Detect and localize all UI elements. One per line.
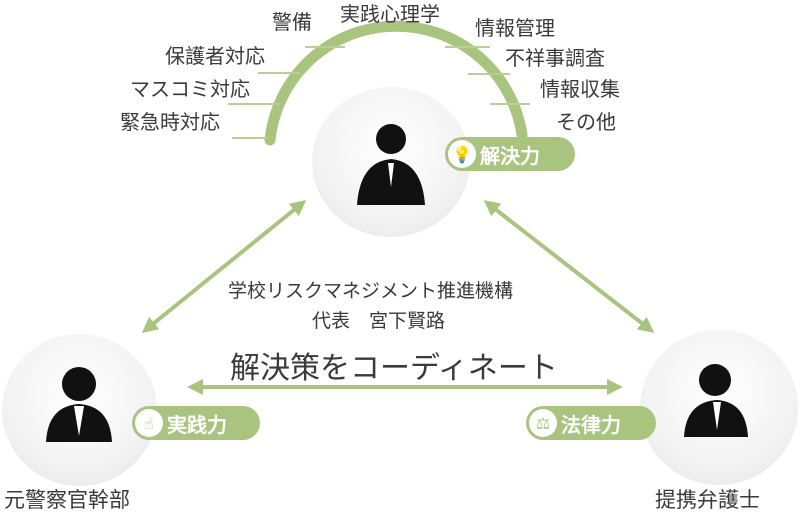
skill-label: 緊急時対応: [120, 110, 220, 134]
skills-arc: [264, 20, 528, 146]
right-node-label: 提携弁護士: [655, 488, 760, 512]
skill-label: マスコミ対応: [130, 77, 250, 101]
badge-solve: 💡解決力: [445, 137, 575, 171]
arrow-top-right: [483, 200, 655, 333]
lightbulb-icon: 💡: [448, 140, 476, 168]
top-node-circle: [312, 87, 470, 237]
skill-label: 情報管理: [475, 16, 555, 40]
right-node-circle: [640, 330, 798, 485]
gavel-icon: ⚖: [529, 409, 557, 437]
arrow-left-top: [141, 199, 307, 334]
person-icon: [46, 367, 112, 442]
skill-label: 警備: [272, 10, 312, 34]
hand-icon: ☝: [135, 409, 163, 437]
skill-label: 実践心理学: [340, 2, 440, 26]
person-phone-icon: [684, 364, 748, 437]
badge-label: 法律力: [561, 412, 621, 437]
left-node-circle: [2, 334, 157, 486]
skill-label: 保護者対応: [165, 44, 265, 68]
representative: 代表 宮下賢路: [312, 310, 446, 332]
badge-practice: ☝実践力: [132, 406, 260, 440]
person-icon: [357, 124, 425, 205]
skill-label: その他: [556, 110, 616, 134]
badge-law: ⚖法律力: [526, 406, 656, 440]
left-node-label: 元警察官幹部: [4, 488, 130, 512]
badge-label: 解決力: [480, 143, 540, 168]
skill-label: 不祥事調査: [505, 46, 605, 70]
coordinate-heading: 解決策をコーディネート: [230, 351, 558, 386]
badge-label: 実践力: [167, 412, 227, 437]
skill-label: 情報収集: [540, 77, 620, 101]
org-name: 学校リスクマネジメント推進機構: [228, 280, 514, 302]
